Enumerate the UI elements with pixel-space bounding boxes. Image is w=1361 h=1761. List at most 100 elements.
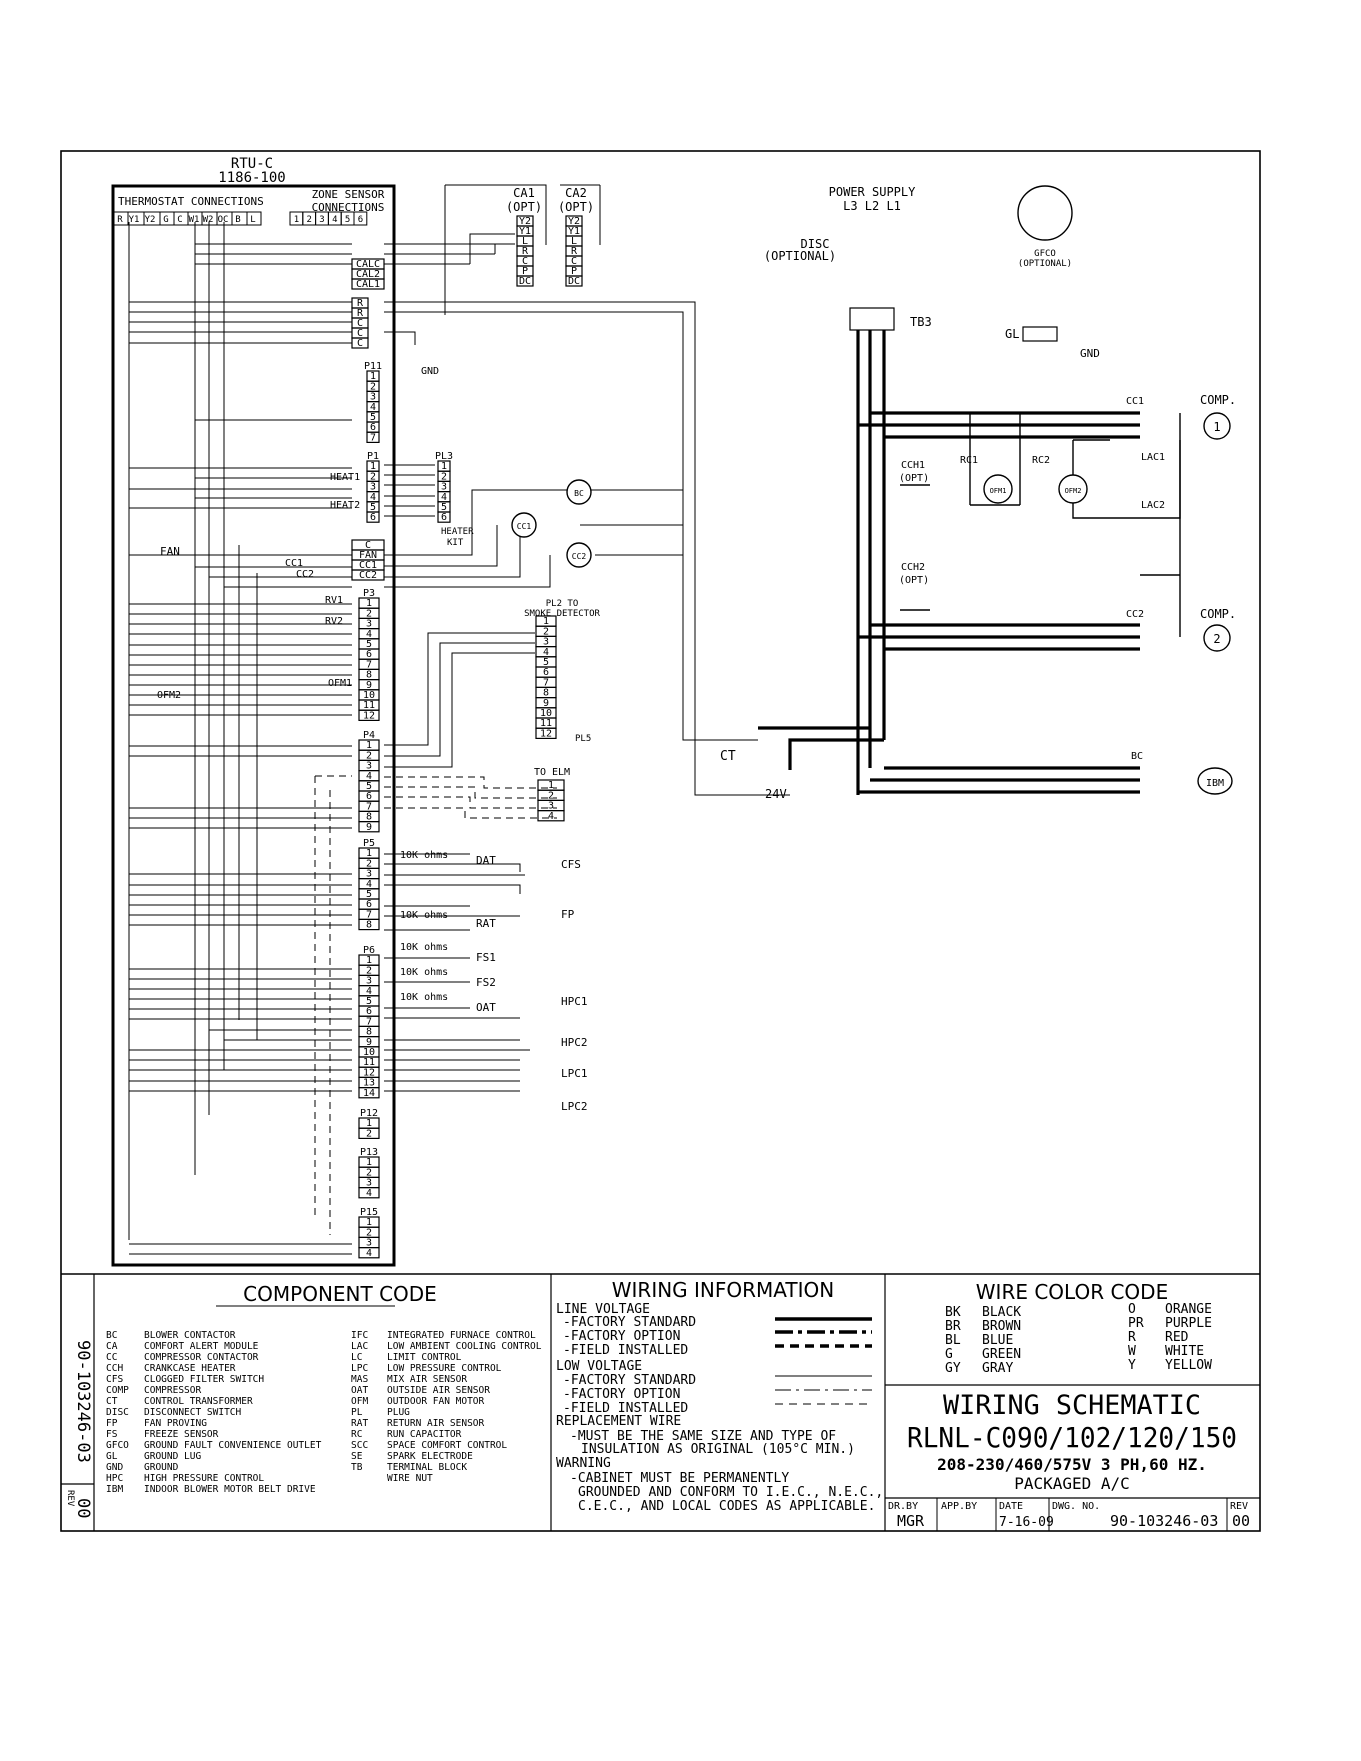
ohms-label-0: 10K ohms [400, 850, 448, 861]
title-line-3: 208-230/460/575V 3 PH,60 HZ. [937, 1455, 1207, 1474]
p11-pin-1: 2 [370, 381, 376, 392]
p3-pin-1: 2 [366, 608, 372, 619]
tb3-block [849, 307, 895, 331]
pl3-title: PL3 [435, 451, 453, 462]
cc-left-desc-14: INDOOR BLOWER MOTOR BELT DRIVE [144, 1484, 316, 1495]
ohms-label-3: 10K ohms [400, 967, 448, 978]
title-line-1: WIRING SCHEMATIC [943, 1390, 1201, 1421]
p12-pin-0: 1 [366, 1118, 372, 1129]
p3-pin-11: 12 [363, 710, 375, 721]
p13-pin-1: 2 [366, 1167, 372, 1178]
p1-pin-2: 3 [370, 482, 376, 493]
wc-right-name-3: WHITE [1165, 1344, 1204, 1359]
p6-pin-2: 3 [366, 976, 372, 987]
rrcc-block-pin-1: R [357, 308, 364, 319]
lv-item-0: -FACTORY STANDARD [563, 1315, 696, 1330]
low-item-1: -FACTORY OPTION [563, 1387, 680, 1402]
p4-pin-box [358, 820, 380, 833]
p12-pin-1: 2 [366, 1128, 372, 1139]
ca1-pin-1: Y1 [519, 226, 531, 237]
comp2-motor [1203, 624, 1231, 652]
cc-right-desc-6: OUTDOOR FAN MOTOR [387, 1396, 485, 1407]
pl2-pin-10: 11 [540, 718, 552, 729]
pl3-pin-0: 1 [441, 461, 447, 472]
p4-pin-3: 4 [366, 771, 372, 782]
cc-left-desc-13: HIGH PRESSURE CONTROL [144, 1473, 264, 1484]
low-voltage-items: -FACTORY STANDARD-FACTORY OPTION-FIELD I… [563, 1373, 696, 1416]
rat-label: RAT [476, 917, 496, 930]
p5-pin-3: 4 [366, 879, 372, 890]
cch1-label: CCH1 [901, 460, 925, 471]
p6-pin-9: 10 [363, 1047, 375, 1058]
side-rev-label: REV [65, 1490, 75, 1507]
wc-right-code-2: R [1128, 1330, 1136, 1345]
ofm1-motor-label: OFM1 [990, 487, 1007, 495]
hv-cc1-label: CC1 [1126, 396, 1144, 407]
gl-label: GL [1005, 327, 1019, 341]
rv1-label: RV1 [325, 595, 343, 606]
wire-color-title: WIRE COLOR CODE [976, 1280, 1168, 1304]
heater-label-2: KIT [447, 538, 464, 548]
cch2-opt: (OPT) [899, 575, 929, 586]
p3-pin-6: 7 [366, 659, 372, 670]
rc1-label: RC1 [960, 455, 978, 466]
cc-left-desc-7: DISCONNECT SWITCH [144, 1407, 242, 1418]
cc-right-code-9: RC [351, 1429, 362, 1440]
p15-pin-box [358, 1246, 380, 1259]
rrcc-block-pin-2: C [357, 318, 363, 329]
warning-title: WARNING [556, 1456, 611, 1471]
heater-label-1: HEATER [441, 527, 474, 537]
gfco-opt-label: (OPTIONAL) [1018, 259, 1072, 269]
cc2-coil [566, 542, 592, 568]
zone-terminal-0: 1 [294, 215, 299, 225]
replacement-title: REPLACEMENT WIRE [556, 1414, 681, 1429]
wiring-information-panel: WIRING INFORMATION LINE VOLTAGE -FACTORY… [550, 1274, 883, 1531]
p3-pin-0: 1 [366, 598, 372, 609]
cc-left-code-13: HPC [106, 1473, 123, 1484]
ohms-label-2: 10K ohms [400, 942, 448, 953]
cc-right-desc-13: WIRE NUT [387, 1473, 433, 1484]
p4-pin-8: 9 [366, 822, 372, 833]
thermostat-title: THERMOSTAT CONNECTIONS [118, 195, 264, 208]
p4-pin-6: 7 [366, 801, 372, 812]
ohms-label-1: 10K ohms [400, 910, 448, 921]
zone-terminal-3: 4 [332, 215, 337, 225]
cc-left-code-5: COMP [106, 1385, 129, 1396]
wc-left-name-4: GRAY [982, 1361, 1013, 1376]
thermostat-terminal-4: C [177, 215, 182, 225]
cal-block-pin-box [351, 278, 385, 290]
cfs-label: CFS [561, 858, 581, 871]
rv2-label: RV2 [325, 616, 343, 627]
cal-block-pin-0: CALC [356, 259, 380, 270]
cc-right-desc-0: INTEGRATED FURNACE CONTROL [387, 1330, 536, 1341]
p13-pin-2: 3 [366, 1178, 372, 1189]
zone-sensor-title-1: ZONE SENSOR [312, 188, 385, 201]
fan-block-pin-3: CC2 [359, 570, 377, 581]
ca2-opt: (OPT) [558, 200, 594, 214]
p4-pin-0: 1 [366, 740, 372, 751]
pl2-pin-5: 6 [543, 667, 549, 678]
pl2-pin-4: 5 [543, 657, 549, 668]
pl2-pin-3: 4 [543, 647, 549, 658]
fan-label: FAN [160, 545, 180, 558]
gl-lug [1022, 326, 1058, 342]
wc-left-code-3: G [945, 1347, 953, 1362]
cc-right-desc-10: SPACE COMFORT CONTROL [387, 1440, 507, 1451]
elm-pin-1: 2 [548, 790, 554, 801]
p1-pin-0: 1 [370, 461, 376, 472]
title-line-2: RLNL-C090/102/120/150 [907, 1421, 1237, 1454]
app-by-label: APP.BY [941, 1501, 977, 1512]
thermostat-terminal-8: B [235, 215, 240, 225]
p5-pin-2: 3 [366, 869, 372, 880]
elm-title: TO ELM [534, 767, 570, 778]
pl3-pin-box [437, 511, 451, 523]
ca2-pin-2: L [571, 236, 577, 247]
p6-pin-11: 12 [363, 1067, 375, 1078]
wc-right-name-2: RED [1165, 1330, 1189, 1345]
p15-title: P15 [360, 1207, 378, 1218]
